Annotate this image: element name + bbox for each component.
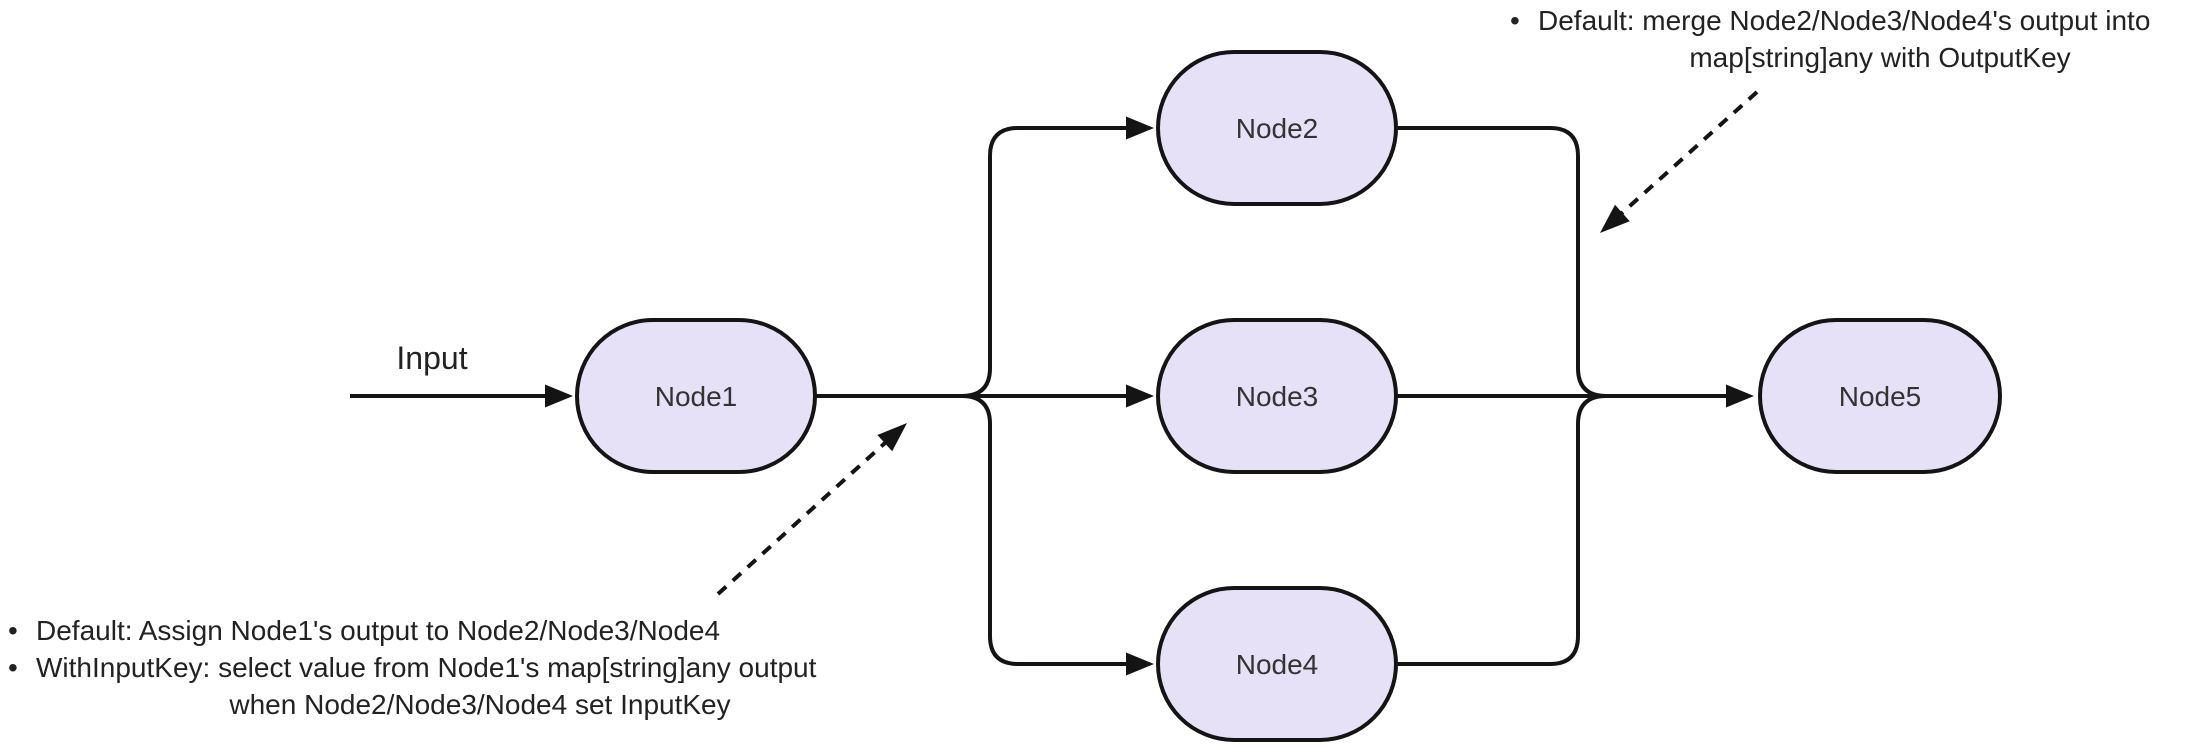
edge-node2-to-merge	[1396, 126, 1607, 398]
node3-label: Node3	[1236, 381, 1319, 412]
merge-note-line1: Default: merge Node2/Node3/Node4's outpu…	[1538, 5, 2150, 36]
assign-note-arrowhead	[877, 423, 907, 452]
assign-note-bullet2: •	[8, 652, 18, 683]
edge-node1-to-node2	[961, 126, 1128, 398]
arrowhead-into-node2	[1126, 116, 1154, 140]
assign-note-item2-line2: when Node2/Node3/Node4 set InputKey	[228, 689, 730, 720]
node1-shape	[575, 318, 817, 474]
annotation-arrow-group	[716, 90, 1759, 596]
node1-label: Node1	[655, 381, 738, 412]
merge-note: • Default: merge Node2/Node3/Node4's out…	[1510, 5, 2150, 73]
edge-node1-to-node4	[961, 394, 1128, 666]
node2-label: Node2	[1236, 113, 1319, 144]
assign-note-item2-line1: WithInputKey: select value from Node1's …	[36, 652, 817, 683]
edge-node4-to-merge	[1396, 394, 1607, 666]
node-node4: Node4	[1156, 586, 1398, 742]
node-node3: Node3	[1156, 318, 1398, 474]
assign-note-bullet1: •	[8, 615, 18, 646]
node-node2: Node2	[1156, 50, 1398, 206]
node5-shape	[1758, 318, 2002, 474]
arrowhead-into-node5	[1726, 384, 1754, 408]
assign-note: • Default: Assign Node1's output to Node…	[8, 615, 817, 720]
merge-note-line2: map[string]any with OutputKey	[1689, 42, 2070, 73]
node3-shape	[1156, 318, 1398, 474]
arrowhead-into-node4	[1126, 652, 1154, 676]
node4-label: Node4	[1236, 649, 1319, 680]
merge-note-bullet: •	[1510, 5, 1520, 36]
node-node5: Node5	[1758, 318, 2002, 474]
merge-note-dashed-arrow	[1620, 90, 1759, 215]
arrowhead-into-node3	[1126, 384, 1154, 408]
node-node1: Node1	[575, 318, 817, 474]
edge-group	[350, 116, 1754, 676]
node5-label: Node5	[1839, 381, 1922, 412]
input-label: Input	[396, 340, 467, 376]
assign-note-dashed-arrow	[716, 441, 887, 596]
assign-note-item1: Default: Assign Node1's output to Node2/…	[36, 615, 720, 646]
arrowhead-into-node1	[545, 384, 573, 408]
merge-note-arrowhead	[1600, 204, 1630, 233]
node2-shape	[1156, 50, 1398, 206]
node4-shape	[1156, 586, 1398, 742]
